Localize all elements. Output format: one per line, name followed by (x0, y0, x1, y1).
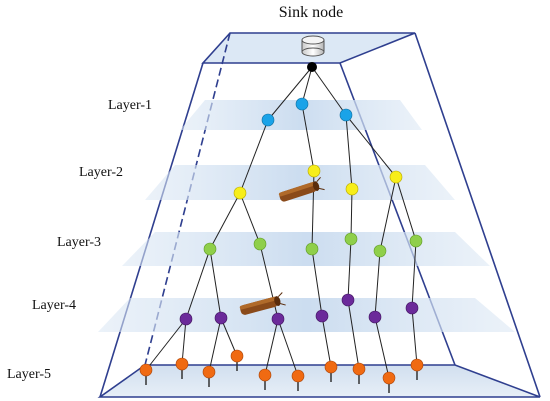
sensor-node (175, 357, 189, 371)
sensor-node (295, 97, 309, 111)
layer-label-5: Layer-5 (7, 367, 51, 382)
sensor-node (341, 293, 355, 307)
sensor-node (202, 365, 216, 379)
sensor-node (382, 371, 396, 385)
sink-node (307, 62, 317, 72)
sensor-node (373, 244, 387, 258)
right-back-edge (414, 32, 541, 398)
sensor-node (291, 369, 305, 383)
layer-label-3: Layer-3 (57, 235, 101, 250)
sensor-node (307, 164, 321, 178)
log-obstacle-icon (239, 292, 286, 315)
layer-4-nodes (179, 293, 419, 326)
sink-node-label: Sink node (279, 4, 343, 21)
sensor-node (315, 309, 329, 323)
plane-layer-4 (98, 298, 515, 332)
sensor-node (305, 242, 319, 256)
sensor-node (324, 360, 338, 374)
sensor-node (179, 312, 193, 326)
bottom-face (97, 364, 541, 398)
layer-5-nodes (139, 349, 424, 393)
sensor-node (405, 301, 419, 315)
sensor-node (233, 186, 247, 200)
sensor-node (352, 362, 366, 376)
sensor-node (344, 232, 358, 246)
plane-layer-1 (180, 100, 422, 130)
layer-label-1: Layer-1 (108, 98, 152, 113)
sensor-node (230, 349, 244, 363)
sensor-node (203, 242, 217, 256)
sensor-node (214, 311, 228, 325)
plane-layer-2 (145, 165, 455, 200)
layer-1-nodes (261, 97, 353, 127)
sensor-node (368, 310, 382, 324)
layer-2-nodes (233, 164, 403, 200)
sensor-node (271, 312, 285, 326)
sensor-node (389, 170, 403, 184)
pyramid-frame (97, 32, 541, 398)
sensor-node (258, 368, 272, 382)
layer-3-nodes (203, 232, 423, 258)
layer-labels: Layer-1 Layer-2 Layer-3 Layer-4 Layer-5 (7, 98, 152, 382)
sensor-node (410, 358, 424, 372)
sensor-node (139, 363, 153, 377)
sensor-node (261, 113, 275, 127)
sensor-node (253, 237, 267, 251)
left-front-edge (99, 62, 204, 398)
layer-label-2: Layer-2 (79, 165, 123, 180)
sensor-node (409, 234, 423, 248)
sensor-node (339, 108, 353, 122)
sensor-node (345, 182, 359, 196)
log-obstacle-icon (278, 176, 325, 202)
sink-node-icon (301, 35, 325, 57)
layer-label-4: Layer-4 (32, 298, 76, 313)
layer-planes (98, 100, 515, 332)
